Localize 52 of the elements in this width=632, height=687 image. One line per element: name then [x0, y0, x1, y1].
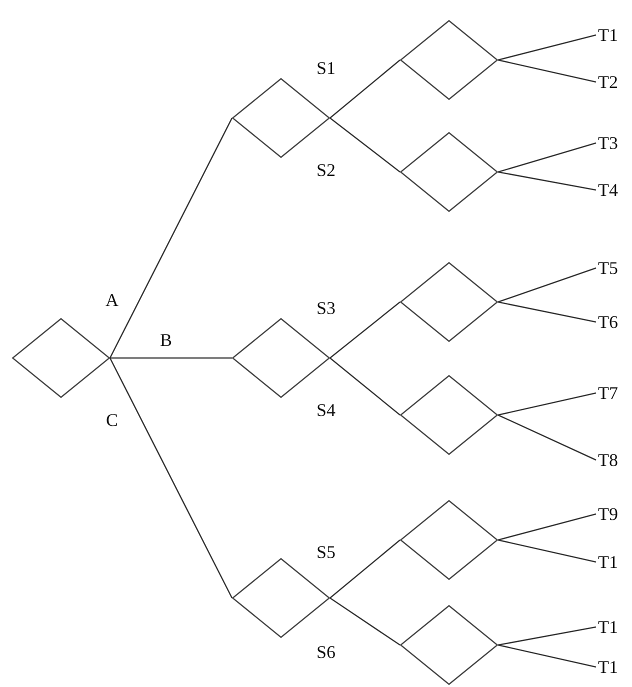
connector-line — [498, 626, 596, 646]
diamond-shape — [400, 262, 498, 342]
connector-line — [330, 302, 400, 358]
outcome-label: T1 — [598, 616, 618, 638]
diamond-shape — [12, 318, 110, 398]
connector-line — [110, 357, 232, 359]
connector-line — [330, 358, 400, 416]
diamond-shape — [400, 132, 498, 212]
connector-line — [330, 60, 400, 118]
connector-line — [498, 414, 596, 461]
outcome-label: T3 — [598, 132, 618, 154]
connector-line — [498, 392, 596, 416]
outcome-label: T1 — [598, 24, 618, 46]
outcome-label: T2 — [598, 71, 618, 93]
connector-line — [498, 59, 596, 83]
edge-label: S6 — [316, 641, 336, 663]
connector-line — [109, 358, 233, 598]
connector-line — [498, 34, 596, 61]
connector-line — [498, 513, 596, 541]
connector-line — [109, 118, 233, 358]
connector-line — [498, 301, 596, 323]
connector-line — [498, 644, 596, 668]
connector-line — [498, 171, 596, 191]
outcome-label: T8 — [598, 449, 618, 471]
diamond-shape — [232, 78, 330, 158]
outcome-label: T6 — [598, 311, 618, 333]
outcome-label: T1 — [598, 551, 618, 573]
edge-label: S3 — [316, 297, 336, 319]
outcome-label: T1 — [598, 656, 618, 678]
outcome-label: T5 — [598, 257, 618, 279]
edge-label: B — [160, 329, 172, 351]
edge-label: C — [106, 409, 118, 431]
diamond-shape — [232, 558, 330, 638]
outcome-label: T9 — [598, 503, 618, 525]
edge-label: A — [106, 289, 118, 311]
outcome-label: T4 — [598, 179, 618, 201]
diamond-shape — [400, 20, 498, 100]
connector-line — [498, 267, 596, 303]
diamond-shape — [232, 318, 330, 398]
outcome-label: T7 — [598, 382, 618, 404]
edge-label: S2 — [316, 159, 336, 181]
edge-label: S5 — [316, 541, 336, 563]
connector-line — [330, 117, 400, 173]
connector-line — [330, 597, 400, 646]
diamond-shape — [400, 605, 498, 685]
edge-label: S4 — [316, 399, 336, 421]
connector-line — [330, 540, 400, 598]
connector-line — [498, 142, 596, 173]
connector-line — [498, 539, 596, 563]
edge-label: S1 — [316, 57, 336, 79]
diamond-shape — [400, 375, 498, 455]
diamond-shape — [400, 500, 498, 580]
